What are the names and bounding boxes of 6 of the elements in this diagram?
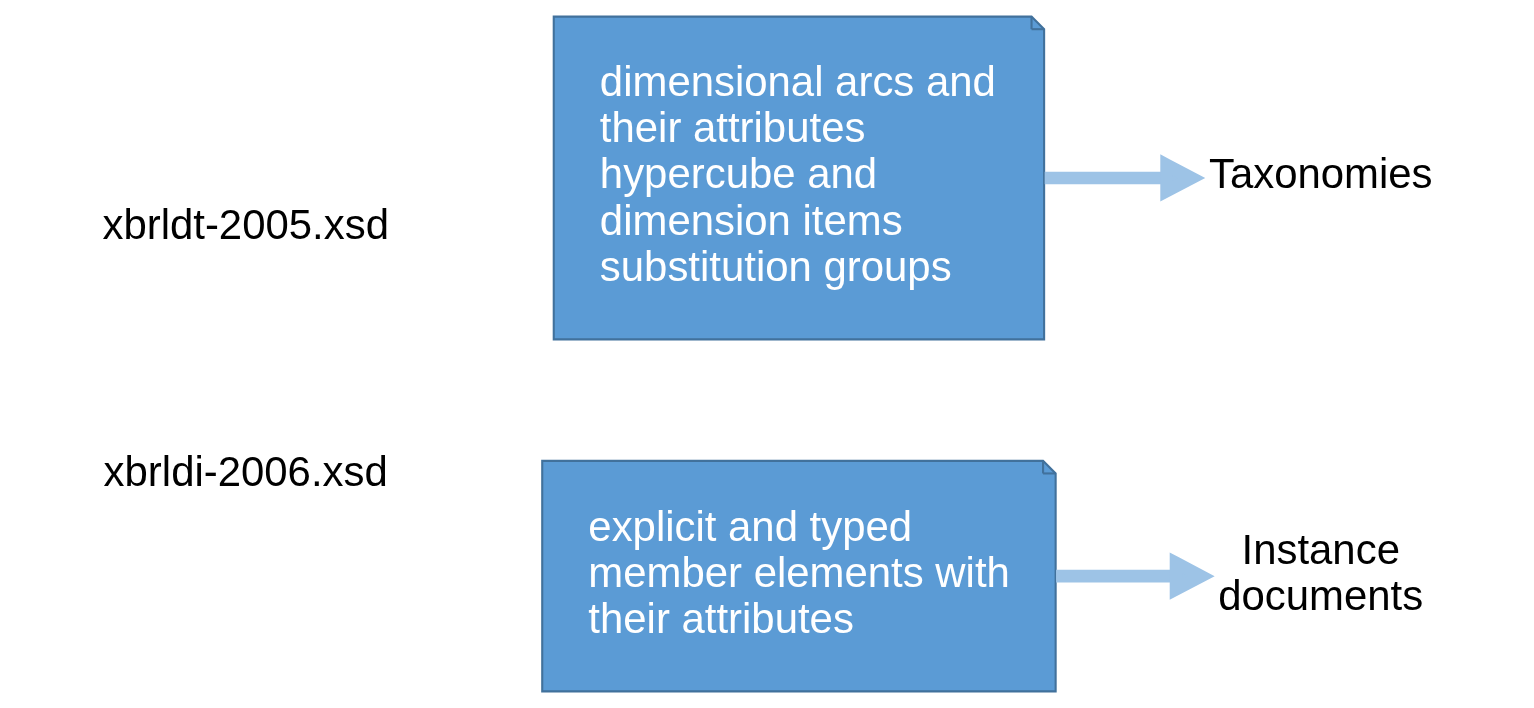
- node-text: Instance documents: [1217, 525, 1423, 619]
- arrow: [1044, 154, 1205, 202]
- label: xbrldt-2005.xsd: [101, 200, 389, 248]
- arrow: [1055, 552, 1215, 600]
- label: xbrldi-2006.xsd: [103, 448, 388, 496]
- node-text: Taxonomies: [1208, 150, 1433, 198]
